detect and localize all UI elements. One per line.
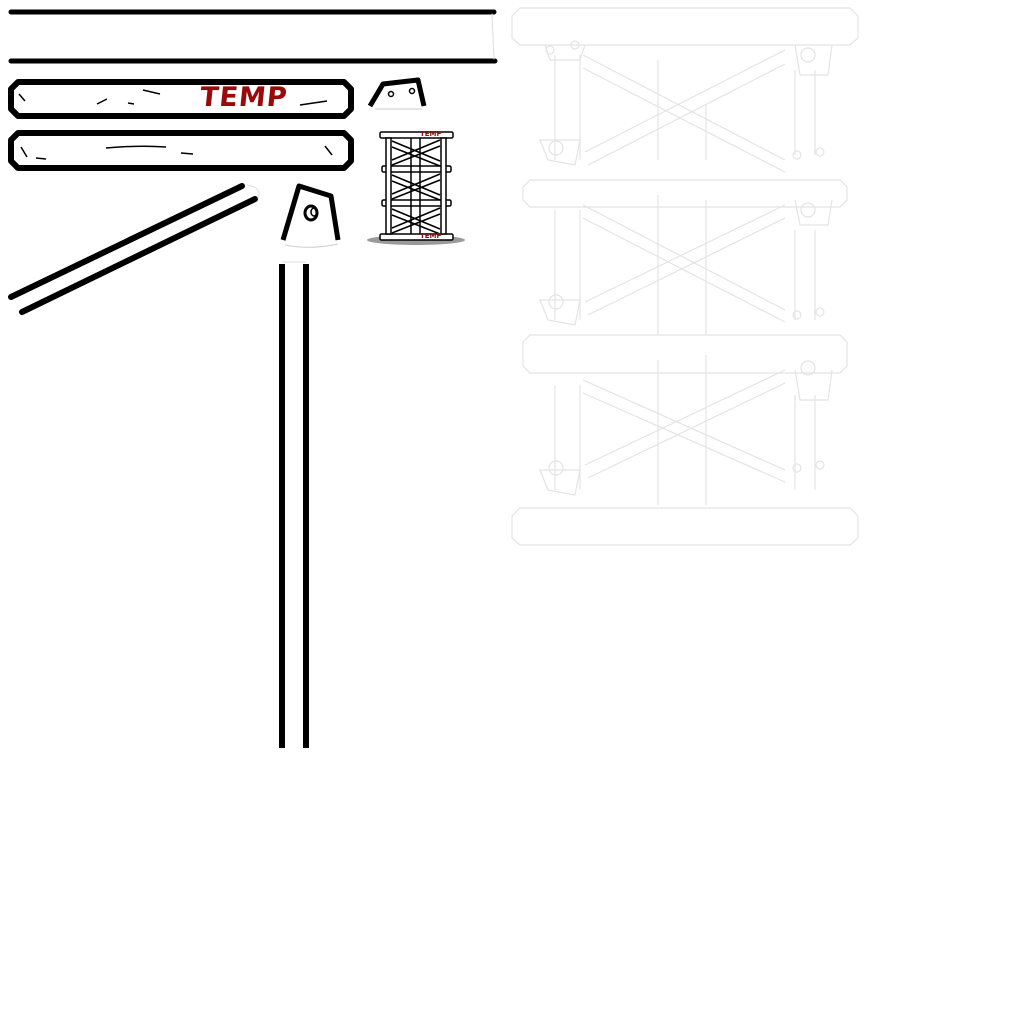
large-bracket-sprite xyxy=(280,183,341,248)
thumbnail-temp-label-top: TEMP xyxy=(420,130,442,138)
diagonal-pole-sprite xyxy=(8,183,260,315)
thumbnail-temp-label-bottom: TEMP xyxy=(420,232,442,240)
scaffold-outline-sprite xyxy=(511,7,859,546)
small-bracket-sprite xyxy=(367,77,427,110)
plank-sprite-temp xyxy=(8,79,354,119)
vertical-pole-sprite xyxy=(279,261,309,748)
scaffold-thumbnail-sprite xyxy=(367,131,465,245)
long-beam-sprite xyxy=(8,9,498,64)
plank-temp-label: TEMP xyxy=(198,82,290,113)
plank-sprite xyxy=(8,130,354,171)
